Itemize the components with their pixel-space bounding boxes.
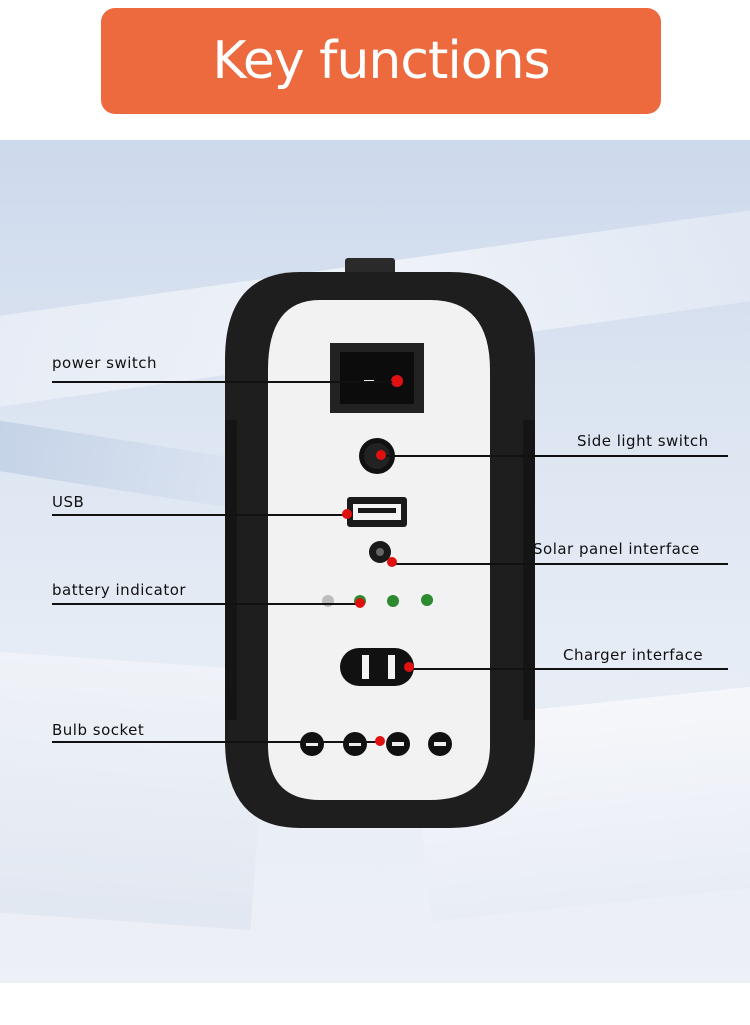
- title-banner: Key functions: [101, 8, 661, 114]
- label-power-switch: power switch: [52, 354, 158, 372]
- label-solar-panel-interface: Solar panel interface: [533, 540, 700, 558]
- label-battery-indicator: battery indicator: [52, 581, 187, 599]
- leader-line-charger-interface: [410, 668, 728, 670]
- leader-line-solar-panel-interface: [392, 563, 728, 565]
- leader-line-usb: [52, 514, 350, 516]
- marker-charger-interface: [404, 662, 414, 672]
- marker-solar-panel-interface: [387, 557, 397, 567]
- marker-bulb-socket: [375, 736, 385, 746]
- leader-line-bulb-socket: [52, 741, 382, 743]
- label-usb: USB: [52, 493, 85, 511]
- marker-power-switch: [392, 376, 402, 386]
- leader-line-power-switch: [52, 381, 397, 383]
- label-bulb-socket: Bulb socket: [52, 721, 145, 739]
- leader-line-side-light-switch: [382, 455, 728, 457]
- leader-line-battery-indicator: [52, 603, 362, 605]
- label-side-light-switch: Side light switch: [577, 432, 709, 450]
- label-charger-interface: Charger interface: [563, 646, 704, 664]
- marker-side-light-switch: [376, 450, 386, 460]
- marker-usb: [342, 509, 352, 519]
- page-title: Key functions: [212, 31, 550, 91]
- marker-battery-indicator: [355, 598, 365, 608]
